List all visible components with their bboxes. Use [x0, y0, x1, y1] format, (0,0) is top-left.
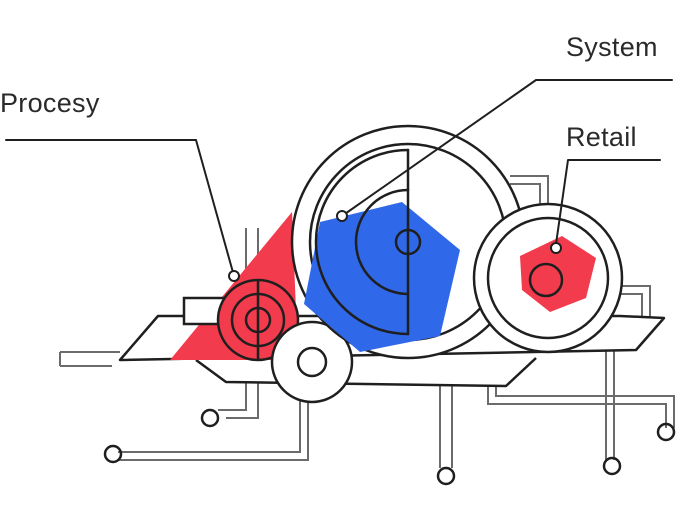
terminal-node — [656, 422, 676, 442]
right-wheel — [472, 202, 624, 354]
circuit-wires — [59, 175, 675, 468]
label-procesy: Procesy — [0, 88, 100, 118]
label-retail: Retail — [566, 122, 637, 152]
small-pulley — [270, 320, 354, 404]
big-wheel — [290, 124, 526, 360]
terminal-node — [200, 408, 220, 428]
label-system: System — [566, 32, 658, 62]
terminal-node — [103, 444, 123, 464]
terminal-node — [602, 456, 622, 476]
wire-terminals — [103, 408, 676, 486]
leader-lines — [5, 79, 673, 282]
terminal-node — [436, 466, 456, 486]
